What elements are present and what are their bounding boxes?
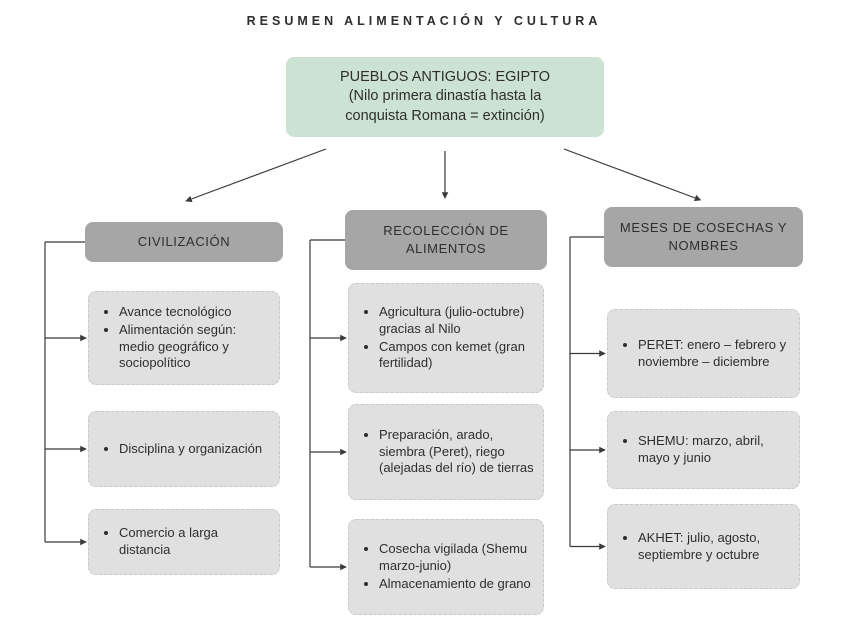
leaf-box-recoleccion-de-alimentos-2: Preparación, arado, siembra (Peret), rie…	[348, 404, 544, 500]
bullet-list: SHEMU: marzo, abril, mayo y junio	[618, 432, 791, 468]
root-node: PUEBLOS ANTIGUOS: EGIPTO (Nilo primera d…	[286, 57, 604, 137]
column-header-civilizacion: CIVILIZACIÓN	[85, 222, 283, 262]
leaf-box-civilizacion-1: Avance tecnológicoAlimentación según: me…	[88, 291, 280, 385]
bullet-item: SHEMU: marzo, abril, mayo y junio	[638, 433, 791, 467]
bullet-list: PERET: enero – febrero y noviembre – dic…	[618, 336, 791, 372]
leaf-box-meses-de-cosechas-y-nombres-3: AKHET: julio, agosto, septiembre y octub…	[607, 504, 800, 589]
bullet-item: Comercio a larga distancia	[119, 525, 271, 559]
bullet-item: PERET: enero – febrero y noviembre – dic…	[638, 337, 791, 371]
root-node-title: PUEBLOS ANTIGUOS: EGIPTO	[339, 68, 551, 85]
leaf-box-civilizacion-2: Disciplina y organización	[88, 411, 280, 487]
bullet-item: Preparación, arado, siembra (Peret), rie…	[379, 427, 535, 478]
bullet-item: Disciplina y organización	[119, 441, 262, 458]
leaf-box-civilizacion-3: Comercio a larga distancia	[88, 509, 280, 575]
bullet-item: AKHET: julio, agosto, septiembre y octub…	[638, 530, 791, 564]
bullet-list: Cosecha vigilada (Shemu marzo-junio)Alma…	[359, 540, 535, 594]
leaf-box-meses-de-cosechas-y-nombres-1: PERET: enero – febrero y noviembre – dic…	[607, 309, 800, 398]
bullet-item: Campos con kemet (gran fertilidad)	[379, 339, 535, 373]
column-header-meses-de-cosechas-y-nombres: MESES DE COSECHAS Y NOMBRES	[604, 207, 803, 267]
bullet-list: Preparación, arado, siembra (Peret), rie…	[359, 426, 535, 479]
bullet-item: Avance tecnológico	[119, 304, 271, 321]
bullet-list: AKHET: julio, agosto, septiembre y octub…	[618, 529, 791, 565]
bullet-item: Agricultura (julio-octubre) gracias al N…	[379, 304, 535, 338]
leaf-box-meses-de-cosechas-y-nombres-2: SHEMU: marzo, abril, mayo y junio	[607, 411, 800, 489]
bullet-list: Avance tecnológicoAlimentación según: me…	[99, 303, 271, 374]
column-header-recoleccion-de-alimentos: RECOLECCIÓN DE ALIMENTOS	[345, 210, 547, 270]
root-node-subtitle-line1: (Nilo primera dinastía hasta la	[348, 88, 542, 105]
root-node-subtitle-line2: conquista Romana = extinción)	[345, 107, 545, 124]
bullet-item: Alimentación según: medio geográfico y s…	[119, 322, 271, 373]
bullet-item: Almacenamiento de grano	[379, 576, 535, 593]
bullet-list: Agricultura (julio-octubre) gracias al N…	[359, 303, 535, 374]
leaf-box-recoleccion-de-alimentos-3: Cosecha vigilada (Shemu marzo-junio)Alma…	[348, 519, 544, 615]
leaf-box-recoleccion-de-alimentos-1: Agricultura (julio-octubre) gracias al N…	[348, 283, 544, 393]
page-title: RESUMEN ALIMENTACIÓN Y CULTURA	[246, 14, 602, 28]
bullet-item: Cosecha vigilada (Shemu marzo-junio)	[379, 541, 535, 575]
bullet-list: Comercio a larga distancia	[99, 524, 271, 560]
bullet-list: Disciplina y organización	[99, 440, 262, 459]
